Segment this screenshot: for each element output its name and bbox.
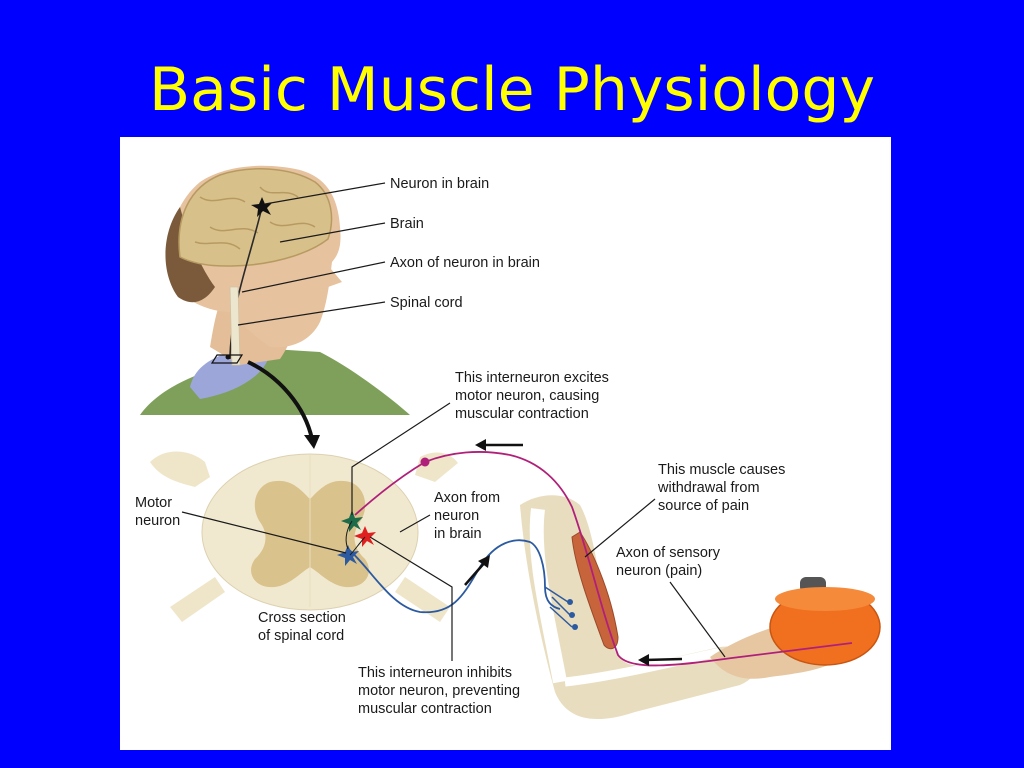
nerve-root-left-bottom bbox=[170, 577, 225, 622]
leader-neuron-in-brain bbox=[264, 182, 386, 205]
brain-shape bbox=[178, 168, 333, 267]
label-muscle-line-2: withdrawal from bbox=[657, 480, 760, 496]
direction-arrows bbox=[464, 439, 683, 666]
leader-muscle bbox=[584, 498, 656, 558]
nerve-root-left-top bbox=[150, 451, 210, 487]
label-brain: Brain bbox=[390, 216, 424, 232]
leader-sensory-axon bbox=[669, 581, 726, 658]
arrow-motor-line bbox=[464, 560, 487, 586]
sensory-axon-to-interneuron bbox=[354, 461, 426, 516]
spinal-cord-cross-section bbox=[150, 451, 458, 622]
arrow-sensory-head-icon bbox=[475, 439, 486, 451]
label-inhibits-line-2: motor neuron, preventing bbox=[358, 683, 520, 699]
motor-neuron-icon bbox=[337, 545, 359, 566]
leader-inhibits bbox=[369, 536, 453, 661]
section-dot bbox=[225, 354, 231, 360]
label-axon-from-line-2: neuron bbox=[434, 508, 479, 524]
brain-neuron-icon bbox=[251, 197, 272, 217]
label-motor-neuron-line-2: neuron bbox=[135, 513, 180, 529]
arrow-hand-line bbox=[644, 657, 683, 662]
pot-lid-shape bbox=[775, 587, 875, 611]
leader-axon-from-neuron bbox=[399, 514, 431, 533]
section-marker bbox=[210, 354, 244, 364]
label-axon-of-neuron-in-brain: Axon of neuron in brain bbox=[390, 255, 540, 271]
label-inhibits-line-1: This interneuron inhibits bbox=[358, 665, 512, 681]
label-neuron-in-brain: Neuron in brain bbox=[390, 176, 489, 192]
arrow-hand-head-icon bbox=[638, 654, 649, 666]
radius-shape bbox=[564, 647, 721, 687]
label-muscle-line-1: This muscle causes bbox=[658, 462, 785, 478]
arrow-motor-head-icon bbox=[478, 555, 490, 568]
arm-illustration bbox=[520, 495, 881, 720]
label-sensory-line-2: neuron (pain) bbox=[616, 563, 702, 579]
leader-brain bbox=[279, 222, 386, 243]
label-spinal-cord: Spinal cord bbox=[390, 295, 463, 311]
leader-axon-in-brain bbox=[241, 261, 386, 293]
interneuron-synapses bbox=[345, 520, 366, 556]
inhibitory-interneuron-icon bbox=[354, 526, 376, 547]
leader-spinal-cord bbox=[237, 301, 386, 326]
nerve-root-right-bottom bbox=[395, 577, 450, 622]
label-motor-neuron-line-1: Motor bbox=[135, 495, 172, 511]
brain-folds bbox=[194, 186, 316, 250]
nose-shape bbox=[325, 262, 342, 287]
end-plate-1-icon bbox=[567, 599, 573, 605]
reflex-arc-figure: Neuron in brain Brain Axon of neuron in … bbox=[120, 137, 891, 750]
label-excites-line-1: This interneuron excites bbox=[455, 370, 609, 386]
label-excites-line-2: motor neuron, causing bbox=[455, 388, 599, 404]
end-plate-3-icon bbox=[572, 624, 578, 630]
leader-motor-neuron bbox=[181, 511, 347, 554]
label-cross-section-line-2: of spinal cord bbox=[258, 628, 344, 644]
leader-excites bbox=[351, 402, 451, 515]
humerus-shape bbox=[529, 508, 567, 684]
sensory-ganglion-icon bbox=[420, 457, 430, 467]
sensory-axon-path bbox=[424, 451, 853, 667]
label-cross-section-line-1: Cross section bbox=[258, 610, 346, 626]
label-axon-from-line-3: in brain bbox=[434, 526, 482, 542]
slide-title: Basic Muscle Physiology bbox=[149, 55, 875, 125]
label-sensory-line-1: Axon of sensory bbox=[616, 545, 721, 561]
label-excites-line-3: muscular contraction bbox=[455, 406, 589, 422]
label-muscle-line-3: source of pain bbox=[658, 498, 749, 514]
label-axon-from-line-1: Axon from bbox=[434, 490, 500, 506]
label-inhibits-line-3: muscular contraction bbox=[358, 701, 492, 717]
curved-arrow bbox=[247, 360, 314, 440]
reflex-arc-diagram: Neuron in brain Brain Axon of neuron in … bbox=[135, 165, 881, 720]
curved-arrow-head-icon bbox=[304, 435, 320, 449]
motor-end-plates bbox=[544, 586, 573, 628]
head-illustration bbox=[140, 165, 410, 415]
end-plate-2-icon bbox=[569, 612, 575, 618]
spinal-cord-shape bbox=[229, 286, 241, 366]
nerve-root-right-top bbox=[415, 452, 458, 482]
